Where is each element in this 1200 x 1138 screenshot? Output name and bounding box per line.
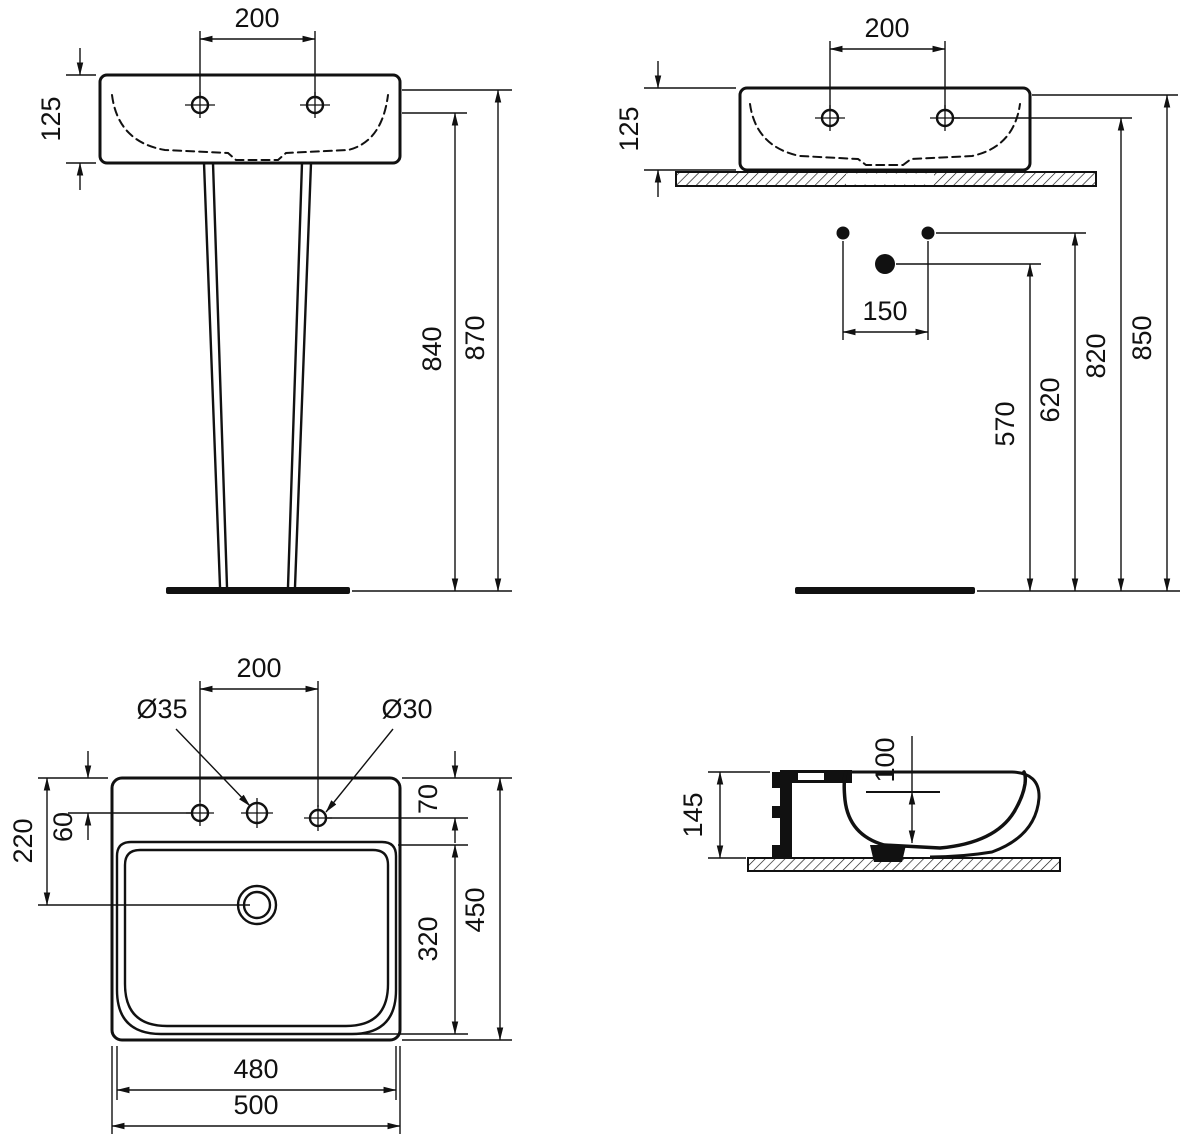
dim-570: 570 <box>896 263 1041 592</box>
dim-870: 870 <box>402 89 512 592</box>
dim-820-label: 820 <box>1081 333 1111 378</box>
tap-hole-right <box>300 92 330 118</box>
dim-220-label: 220 <box>8 818 38 863</box>
dim-840: 840 <box>402 112 467 592</box>
tap-hole-left <box>185 92 215 118</box>
rear-wall-section <box>772 772 792 858</box>
dia-30-callout: Ø30 <box>325 694 433 813</box>
dim-60: 60 <box>48 751 191 842</box>
dim-840-label: 840 <box>417 326 447 371</box>
pedestal <box>202 161 313 589</box>
dim-200-plan: 200 <box>199 653 319 807</box>
dim-200-front: 200 <box>199 3 316 96</box>
dim-320: 320 <box>358 844 468 1035</box>
mounting-shelf <box>675 171 1097 187</box>
basin-plan-outline <box>110 776 402 1042</box>
dia-35-callout: Ø35 <box>136 694 251 807</box>
tap-hole-center-plan <box>241 798 273 828</box>
dim-200-wall-label: 200 <box>864 13 909 43</box>
drain-section <box>870 845 906 862</box>
section-view: 145 100 <box>678 736 1061 872</box>
dim-100: 100 <box>870 736 916 844</box>
tap-hole-left-wall <box>815 105 845 131</box>
bowl-interior-profile <box>842 770 1028 850</box>
dim-70: 70 <box>326 751 468 843</box>
dim-125-front-label: 125 <box>36 96 66 141</box>
dim-150-label: 150 <box>862 296 907 326</box>
front-view: 200 125 840 870 <box>36 3 512 594</box>
dim-145-label: 145 <box>678 792 708 837</box>
dim-870-label: 870 <box>460 315 490 360</box>
dim-850: 850 <box>1032 94 1178 592</box>
rim-outer-profile <box>850 770 1041 859</box>
drain-outlet-point <box>875 254 895 274</box>
dim-480: 480 <box>116 1046 397 1100</box>
dim-620-label: 620 <box>1035 377 1065 422</box>
dim-150: 150 <box>842 241 929 340</box>
bowl-outer-edge <box>115 840 398 1036</box>
deck-section-notch <box>798 773 824 780</box>
dim-320-label: 320 <box>413 916 443 961</box>
floor-bar-front <box>166 587 350 594</box>
dim-60-label: 60 <box>48 812 78 842</box>
dim-125-wall: 125 <box>614 61 736 197</box>
dim-100-label: 100 <box>870 737 900 782</box>
dim-125-front: 125 <box>36 48 96 190</box>
dim-200-front-label: 200 <box>234 3 279 33</box>
dim-145: 145 <box>678 771 770 859</box>
counter-shelf-hatch <box>747 857 1061 872</box>
dia-35-label: Ø35 <box>136 694 187 724</box>
dim-220: 220 <box>8 777 250 906</box>
dim-450-label: 450 <box>460 887 490 932</box>
dim-480-label: 480 <box>233 1054 278 1084</box>
dia-30-label: Ø30 <box>381 694 432 724</box>
basin-wall-outline <box>738 86 1032 172</box>
plan-view: 200 Ø35 Ø30 220 60 70 <box>8 653 512 1134</box>
dim-450: 450 <box>402 777 512 1041</box>
fixing-hole-left <box>836 226 850 240</box>
wall-fixing-view: 200 125 150 570 620 820 <box>614 13 1180 594</box>
dim-200-wall: 200 <box>829 13 946 109</box>
dim-820: 820 <box>953 117 1132 592</box>
bowl-hidden-line <box>111 94 389 161</box>
bowl-inner-edge <box>123 848 390 1028</box>
basin-front-outline <box>98 73 402 165</box>
dim-500: 500 <box>111 1046 401 1134</box>
dim-200-plan-label: 200 <box>236 653 281 683</box>
floor-bar-wall <box>795 587 975 594</box>
dim-850-label: 850 <box>1127 315 1157 360</box>
dim-70-label: 70 <box>413 784 443 814</box>
dim-125-wall-label: 125 <box>614 106 644 151</box>
dim-570-label: 570 <box>990 401 1020 446</box>
fixing-hole-right <box>921 226 935 240</box>
bowl-hidden-line-wall <box>749 103 1021 166</box>
dim-620: 620 <box>936 232 1086 592</box>
dim-500-label: 500 <box>233 1090 278 1120</box>
